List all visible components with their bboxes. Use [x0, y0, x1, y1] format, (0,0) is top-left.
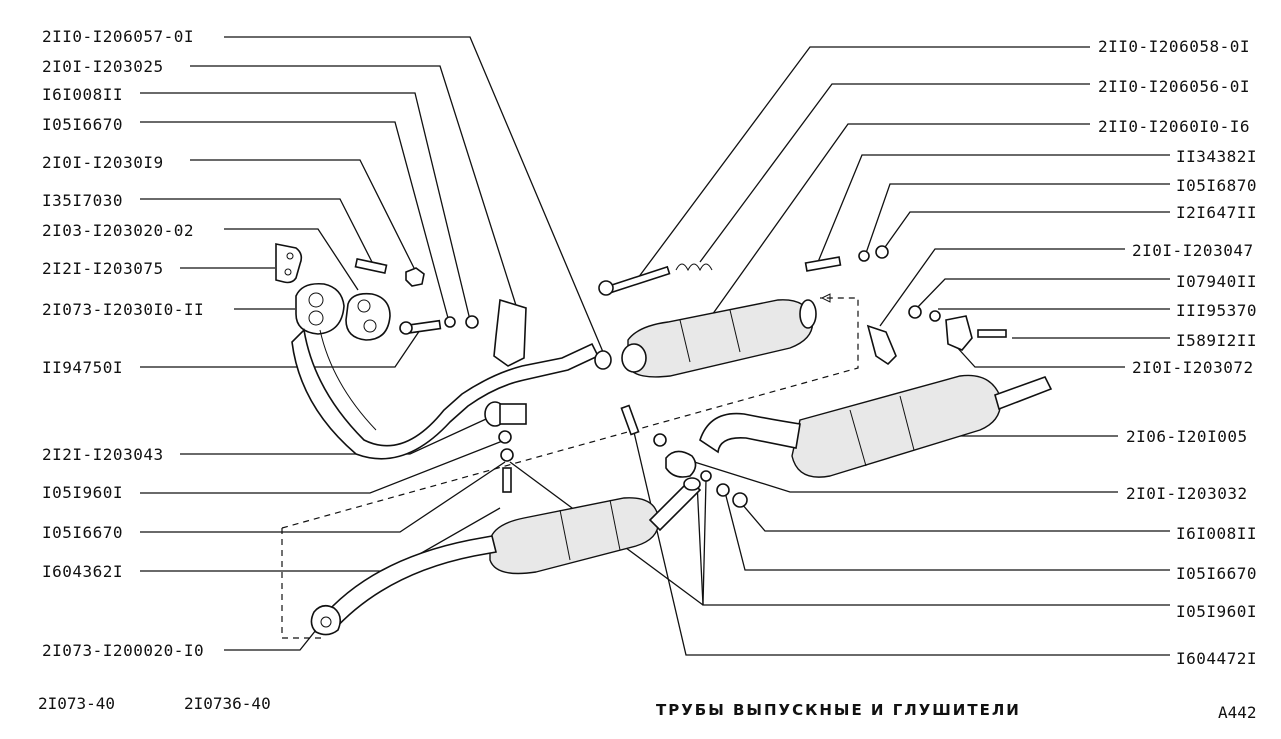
diagram-title: ТРУБЫ ВЫПУСКНЫЕ И ГЛУШИТЕЛИ	[656, 701, 1021, 719]
nut-2	[875, 245, 889, 259]
label-right-1: 2II0-I206058-0I	[1098, 37, 1250, 56]
label-left-14: I604362I	[42, 562, 123, 581]
front-pipe	[291, 328, 612, 460]
gasket	[345, 292, 391, 341]
middle-pipe-flange	[310, 604, 342, 636]
label-right-5: I05I6870	[1176, 176, 1257, 195]
label-left-6: I35I7030	[42, 191, 123, 210]
model-code-2: 2I0736-40	[184, 694, 271, 713]
label-left-11: 2I2I-I203043	[42, 445, 164, 464]
bracket-plate-right	[945, 315, 973, 351]
left-labels: 2II0-I206057-0I 2I0I-I203025 I6I008II I0…	[42, 27, 204, 660]
label-left-15: 2I073-I200020-I0	[42, 641, 204, 660]
spring-bolt	[598, 263, 713, 296]
label-left-1: 2II0-I206057-0I	[42, 27, 194, 46]
clamp-bolt	[620, 404, 640, 436]
washer-3	[929, 310, 941, 322]
leader-lines	[140, 36, 1170, 656]
label-right-6: I2I647II	[1176, 203, 1257, 222]
right-labels: 2II0-I206058-0I 2II0-I206056-0I 2II0-I20…	[1098, 37, 1257, 668]
bolt-right	[804, 256, 842, 272]
washer-7	[498, 430, 512, 444]
nut-1	[465, 315, 479, 329]
label-left-4: I05I6670	[42, 115, 123, 134]
washer-6	[716, 483, 730, 497]
model-code-1: 2I073-40	[38, 694, 115, 713]
washer-2	[858, 250, 870, 262]
parts-illustration	[275, 243, 1053, 636]
label-right-13: 2I0I-I203032	[1126, 484, 1248, 503]
nut-4	[732, 492, 748, 508]
label-left-10: II94750I	[42, 358, 123, 377]
label-left-7: 2I03-I203020-02	[42, 221, 194, 240]
front-resonator	[621, 299, 817, 378]
clamp-ring	[665, 450, 697, 478]
bolt-small	[977, 329, 1007, 338]
label-left-13: I05I6670	[42, 523, 123, 542]
label-left-9: 2I073-I2030I0-II	[42, 300, 204, 319]
middle-muffler	[318, 477, 702, 634]
rubber-cushion	[866, 324, 897, 366]
label-right-15: I05I6670	[1176, 564, 1257, 583]
support-bracket	[493, 298, 527, 367]
label-right-12: 2I06-I20I005	[1126, 427, 1248, 446]
label-right-14: I6I008II	[1176, 524, 1257, 543]
sheet-code: A442	[1218, 703, 1257, 722]
label-left-8: 2I2I-I203075	[42, 259, 164, 278]
label-right-10: I589I2II	[1176, 331, 1257, 350]
label-right-4: II34382I	[1176, 147, 1257, 166]
label-right-11: 2I0I-I203072	[1132, 358, 1254, 377]
washer-5	[700, 470, 712, 482]
label-left-2: 2I0I-I203025	[42, 57, 164, 76]
bolt-vertical	[502, 467, 512, 493]
bolt-left	[399, 319, 442, 335]
nut-3	[908, 305, 922, 319]
label-left-3: I6I008II	[42, 85, 123, 104]
label-right-7: 2I0I-I203047	[1132, 241, 1254, 260]
washer-1	[444, 316, 456, 328]
front-flange	[295, 282, 345, 335]
washer-4	[653, 433, 667, 447]
label-right-3: 2II0-I2060I0-I6	[1098, 117, 1250, 136]
bracket-plate	[275, 243, 303, 284]
rear-muffler	[699, 374, 1053, 478]
label-left-5: 2I0I-I2030I9	[42, 153, 164, 172]
label-right-8: I07940II	[1176, 272, 1257, 291]
label-right-17: I604472I	[1176, 649, 1257, 668]
label-right-9: III95370	[1176, 301, 1257, 320]
label-right-16: I05I960I	[1176, 602, 1257, 621]
stud	[354, 258, 425, 287]
label-right-2: 2II0-I206056-0I	[1098, 77, 1250, 96]
assembly-dashed-lines	[281, 293, 859, 639]
footer: 2I073-40 2I0736-40 ТРУБЫ ВЫПУСКНЫЕ И ГЛУ…	[38, 694, 1257, 722]
nut-5	[500, 448, 514, 462]
label-left-12: I05I960I	[42, 483, 123, 502]
